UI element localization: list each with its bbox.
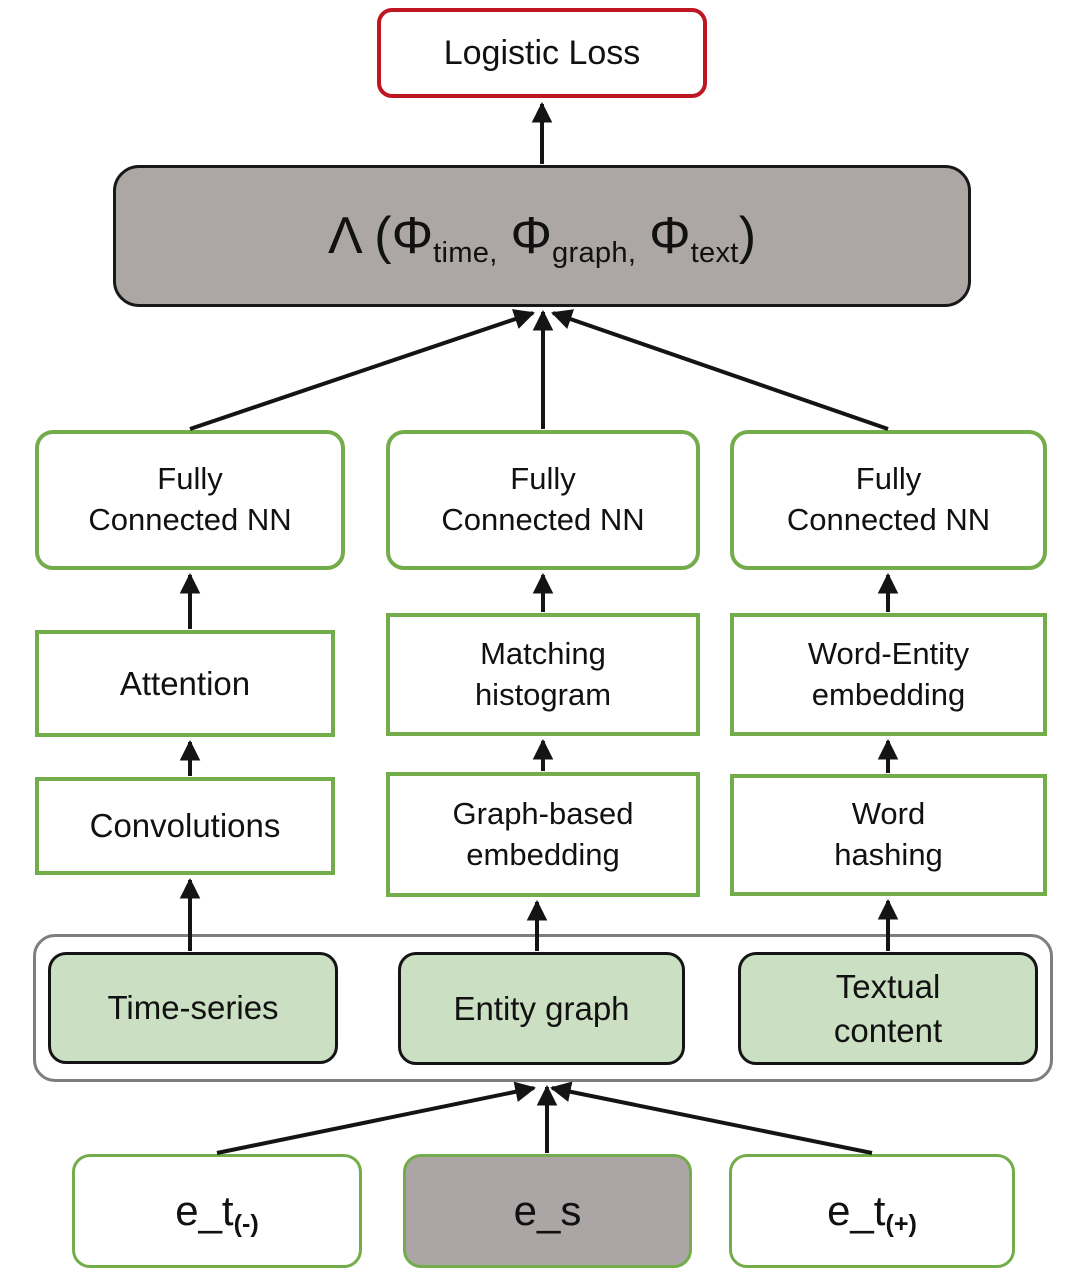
- logistic-loss-label: Logistic Loss: [443, 33, 641, 72]
- entity-source-label: e_s: [514, 1183, 582, 1238]
- fusion-close-paren: ): [738, 206, 757, 265]
- graph-based-line1: Graph-based: [452, 795, 634, 831]
- entity-positive-label: e_t(+): [827, 1183, 917, 1238]
- fcnn-text-line1: Fully: [855, 461, 922, 497]
- entity-negative-base: e_t: [175, 1187, 234, 1235]
- attention-label: Attention: [119, 664, 251, 702]
- entity-graph-label: Entity graph: [453, 989, 630, 1027]
- word-hashing-box: Word hashing: [730, 774, 1047, 896]
- fusion-function-box: Λ (Φtime,Φgraph,Φtext): [113, 165, 971, 307]
- phi-graph-subscript: graph: [551, 237, 628, 270]
- entity-positive-subscript: (+): [885, 1210, 917, 1239]
- arrow-fcnn-text-to-fusion: [551, 309, 889, 431]
- fcnn-time-box: Fully Connected NN: [35, 430, 345, 570]
- logistic-loss-box: Logistic Loss: [377, 8, 707, 98]
- phi-graph-symbol: Φ: [510, 206, 552, 265]
- entity-graph-input-box: Entity graph: [398, 952, 685, 1065]
- fcnn-text-line2: Connected NN: [786, 502, 991, 537]
- word-entity-line2: embedding: [811, 676, 966, 712]
- fcnn-text-box: Fully Connected NN: [730, 430, 1047, 570]
- time-series-input-box: Time-series: [48, 952, 338, 1064]
- convolutions-label: Convolutions: [89, 807, 281, 845]
- entity-source-base: e_s: [513, 1187, 582, 1235]
- textual-content-line1: Textual: [835, 967, 941, 1005]
- graph-based-embedding-box: Graph-based embedding: [386, 772, 700, 897]
- arrow-entity-positive-to-inputs: [549, 1081, 873, 1155]
- convolutions-box: Convolutions: [35, 777, 335, 875]
- textual-content-input-box: Textual content: [738, 952, 1038, 1065]
- entity-negative-label: e_t(-): [175, 1183, 259, 1238]
- attention-box: Attention: [35, 630, 335, 737]
- entity-negative-subscript: (-): [233, 1210, 259, 1239]
- entity-source-box: e_s: [403, 1154, 692, 1268]
- entity-negative-box: e_t(-): [72, 1154, 362, 1268]
- phi-time-symbol: Φ: [391, 206, 434, 265]
- phi-time-subscript: time: [433, 237, 490, 270]
- word-entity-line1: Word-Entity: [807, 635, 970, 671]
- word-hashing-line1: Word: [851, 796, 926, 832]
- phi-text-symbol: Φ: [649, 206, 691, 265]
- separator: ,: [489, 237, 498, 270]
- matching-line2: histogram: [474, 676, 612, 712]
- fusion-func-symbol: Λ (: [327, 206, 392, 265]
- arrow-entity-negative-to-inputs: [216, 1081, 537, 1155]
- arrow-fcnn-time-to-fusion: [189, 309, 535, 431]
- word-hashing-line2: hashing: [834, 837, 943, 872]
- matching-line1: Matching: [480, 635, 606, 671]
- inputs-group-container: [33, 934, 1053, 1082]
- fcnn-time-line2: Connected NN: [88, 502, 292, 537]
- separator: ,: [627, 237, 636, 270]
- fcnn-time-line1: Fully: [157, 461, 223, 497]
- entity-positive-box: e_t(+): [729, 1154, 1015, 1268]
- matching-histogram-box: Matching histogram: [386, 613, 700, 736]
- phi-text-subscript: text: [690, 237, 739, 270]
- fcnn-graph-line1: Fully: [510, 461, 576, 497]
- fcnn-graph-box: Fully Connected NN: [386, 430, 700, 570]
- textual-content-line2: content: [833, 1011, 943, 1049]
- fusion-formula: Λ (Φtime,Φgraph,Φtext): [328, 202, 756, 271]
- entity-positive-base: e_t: [827, 1187, 886, 1235]
- time-series-label: Time-series: [107, 989, 279, 1027]
- word-entity-embedding-box: Word-Entity embedding: [730, 613, 1047, 736]
- fcnn-graph-line2: Connected NN: [441, 502, 645, 537]
- graph-based-line2: embedding: [466, 836, 620, 872]
